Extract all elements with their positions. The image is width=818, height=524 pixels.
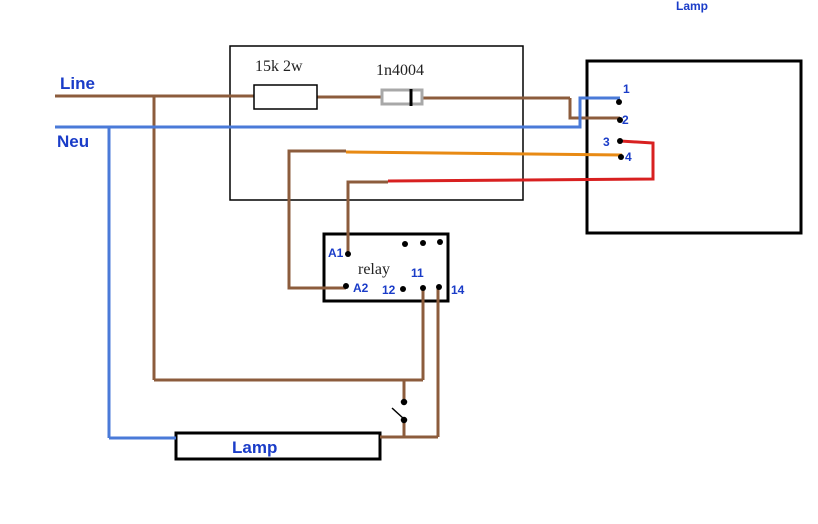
switch-symbol [391, 398, 408, 424]
neutral-wires [55, 96, 620, 440]
relay-dot-11 [420, 285, 426, 291]
relay-dot-14 [436, 284, 442, 290]
terminal-dot-3 [617, 138, 623, 144]
terminal-dot-1 [616, 99, 622, 105]
controller-box [585, 59, 803, 235]
relay-dot-top-1 [402, 241, 408, 247]
terminal-3-label: 3 [603, 135, 610, 149]
lamp-top-label: Lamp [676, 0, 708, 13]
relay-terminals [343, 239, 443, 292]
relay-a1-label: A1 [328, 246, 344, 260]
controller-terminals [616, 99, 624, 160]
terminal-1-label: 1 [623, 82, 630, 96]
terminal-dot-2 [617, 117, 623, 123]
line-label: Line [60, 74, 95, 93]
orange-wire [345, 150, 623, 157]
diode-label: 1n4004 [376, 62, 424, 79]
power-supply-box [229, 45, 524, 201]
relay-12-label: 12 [382, 283, 396, 297]
resistor-symbol [253, 84, 318, 110]
relay-dot-a1 [345, 251, 351, 257]
red-wires [387, 139, 655, 183]
neutral-label: Neu [57, 132, 89, 151]
relay-label: relay [358, 261, 390, 278]
relay-dot-top-3 [437, 239, 443, 245]
lamp-box [174, 431, 382, 461]
relay-box [322, 232, 450, 303]
lamp-box-label: Lamp [232, 438, 277, 457]
terminal-4-label: 4 [625, 150, 632, 164]
relay-11-label: 11 [411, 266, 424, 280]
relay-dot-a2 [343, 283, 349, 289]
terminal-dot-4 [618, 154, 624, 160]
relay-dot-top-2 [420, 240, 426, 246]
resistor-label: 15k 2w [255, 58, 303, 75]
relay-14-label: 14 [451, 283, 465, 297]
terminal-2-label: 2 [622, 113, 629, 127]
diode-symbol [380, 88, 424, 106]
relay-a2-label: A2 [353, 281, 369, 295]
relay-dot-12 [400, 286, 406, 292]
line-wires [55, 94, 620, 439]
